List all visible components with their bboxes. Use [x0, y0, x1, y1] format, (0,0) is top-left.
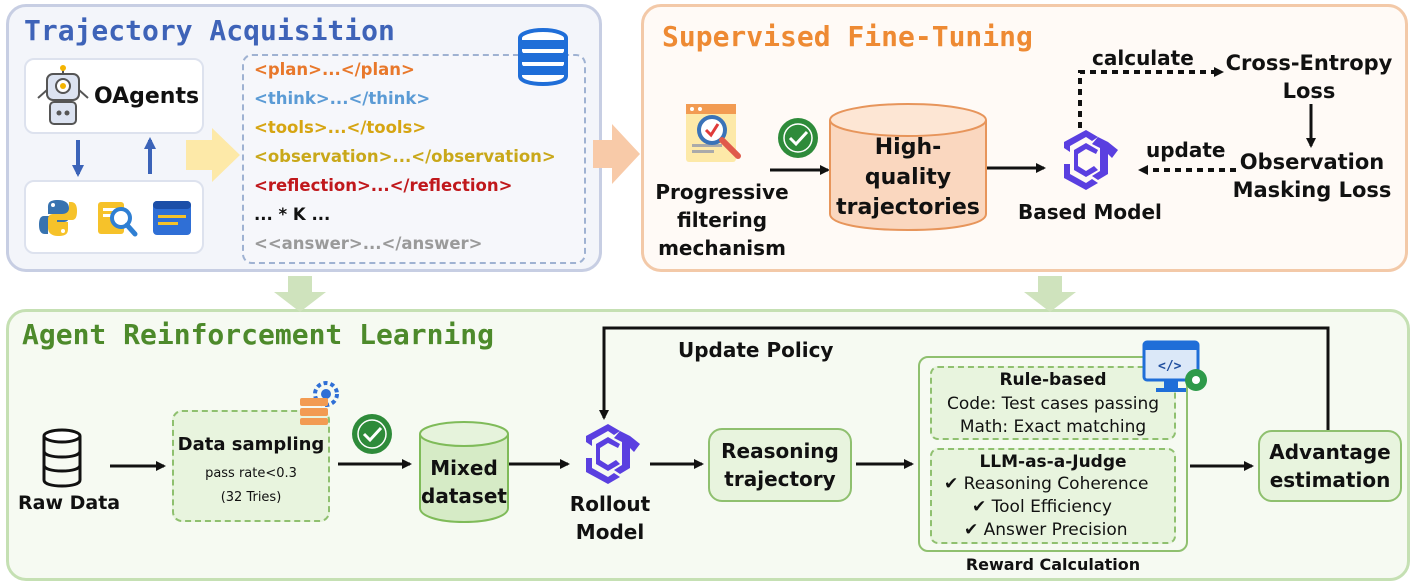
robot-icon: [37, 65, 89, 125]
judge-item-tool: ✔ Tool Efficiency: [972, 497, 1112, 517]
rule-based-title: Rule-based: [999, 370, 1107, 390]
big-arrow-green-left: [274, 276, 326, 312]
mixed-dataset-cylinder: [419, 421, 509, 524]
advantage-estimation-label: Advantage estimation: [1269, 440, 1391, 492]
reasoning-trajectory-box: Reasoning trajectory: [708, 428, 852, 502]
arrow-calculate: [1078, 67, 1224, 128]
judge-item-coherence: ✔ Reasoning Coherence: [944, 474, 1148, 494]
judge-item-label: Reasoning Coherence: [963, 474, 1149, 494]
checkmark-icon: [778, 118, 818, 158]
raw-data-database-icon: [42, 428, 82, 488]
llm-judge-title: LLM-as-a-Judge: [979, 452, 1127, 472]
rollout-model-logo-icon: [586, 424, 640, 484]
trajectory-tag: <<answer>...</answer>: [254, 234, 483, 253]
mixed-dataset-label: Mixed dataset: [421, 456, 507, 508]
filter-document-icon: [686, 104, 741, 162]
data-sampling-box: [172, 410, 330, 522]
trajectory-tag: ... * K ...: [254, 205, 331, 224]
trajectory-tag: <think>...</think>: [254, 89, 431, 108]
reward-calculation-label: Reward Calculation: [965, 555, 1141, 574]
checkmark-icon-rl: [352, 414, 392, 454]
arrow-update-policy: [599, 326, 1330, 430]
rollout-model-label: Rollout Model: [569, 492, 651, 544]
database-icon: [518, 28, 568, 86]
big-arrow-orange: [593, 124, 640, 184]
filter-label: Progressive filtering mechanism: [655, 180, 789, 260]
server-gear-icon: [300, 381, 339, 425]
search-tool-icon: [98, 202, 138, 237]
rule-math-label: Math: Exact matching: [959, 417, 1147, 437]
based-model-label: Based Model: [1018, 200, 1162, 224]
rule-based-box: [930, 366, 1176, 440]
check-icon: ✔: [972, 497, 987, 517]
trajectory-tag: <reflection>...</reflection>: [254, 176, 513, 195]
trajectory-tag: <observation>...</observation>: [254, 147, 556, 166]
judge-item-precision: ✔ Answer Precision: [964, 520, 1128, 540]
model-logo-icon: [1064, 130, 1118, 190]
oagents-label: OAgents: [94, 84, 200, 109]
reasoning-trajectory-label: Reasoning trajectory: [721, 439, 839, 491]
check-icon: ✔: [964, 520, 979, 540]
check-icon: ✔: [944, 474, 959, 494]
cross-entropy-loss-label: Cross-Entropy Loss: [1225, 51, 1393, 103]
trajectory-tag: <tools>...</tools>: [254, 118, 427, 137]
trajectory-tag: <plan>...</plan>: [254, 60, 415, 79]
data-sampling-rate: pass rate<0.3: [205, 466, 297, 481]
raw-data-label: Raw Data: [18, 492, 121, 514]
calculate-label: calculate: [1092, 46, 1194, 70]
update-policy-label: Update Policy: [678, 338, 834, 362]
trajectory-acquisition-title: Trajectory Acquisition: [24, 14, 395, 47]
big-arrow-green-right: [1024, 276, 1076, 312]
llm-judge-box: [930, 448, 1176, 544]
advantage-estimation-box: Advantage estimation: [1258, 430, 1402, 502]
agent-rl-title: Agent Reinforcement Learning: [22, 318, 495, 351]
trajectory-tags-box: [242, 54, 586, 264]
judge-item-label: Tool Efficiency: [991, 497, 1112, 517]
svg-text:</>: </>: [1158, 359, 1182, 374]
supervised-fine-tuning-panel: [641, 4, 1408, 272]
observation-masking-loss-label: Observation Masking Loss: [1232, 150, 1392, 202]
judge-item-label: Answer Precision: [983, 520, 1128, 540]
monitor-code-gear-icon: </>: [1142, 340, 1207, 392]
python-icon: [39, 200, 77, 236]
data-sampling-title: Data sampling: [177, 434, 325, 455]
hq-trajectories-cylinder: [829, 103, 987, 232]
browser-icon: [153, 201, 191, 235]
sft-title: Supervised Fine-Tuning: [662, 20, 1033, 53]
rule-code-label: Code: Test cases passing: [946, 394, 1160, 414]
trajectory-tag-list: <plan>...</plan> <think>...</think> <tools…: [242, 60, 582, 260]
big-arrow-yellow: [186, 128, 240, 182]
data-sampling-tries: (32 Tries): [220, 490, 282, 505]
update-label: update: [1146, 138, 1226, 162]
hq-trajectories-label: High-quality trajectories: [836, 135, 980, 220]
